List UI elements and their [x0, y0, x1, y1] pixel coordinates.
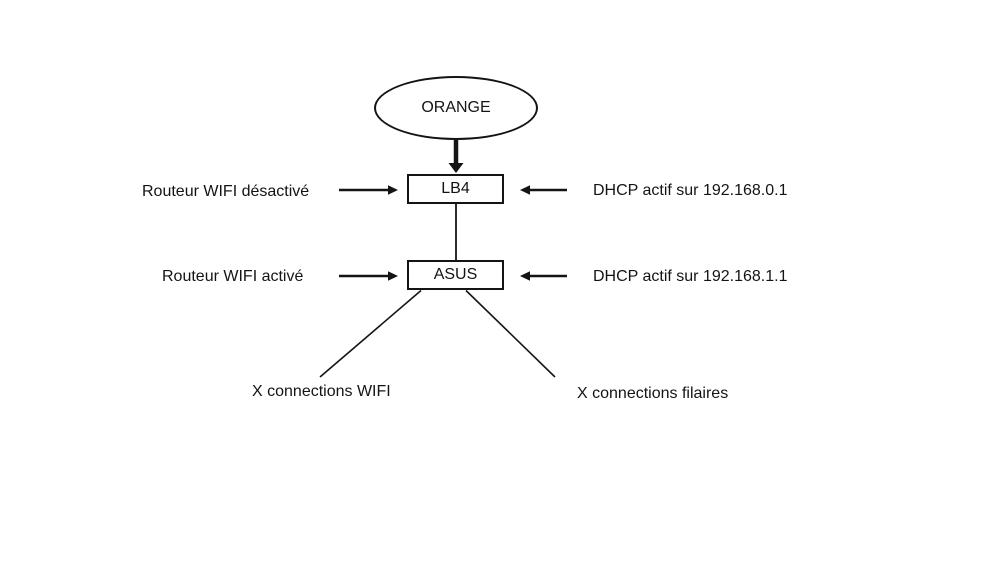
- node-asus-label: ASUS: [433, 266, 478, 283]
- node-orange-label: ORANGE: [421, 99, 491, 116]
- node-orange: ORANGE: [374, 76, 538, 140]
- node-lb4-label: LB4: [441, 180, 470, 197]
- orange-to-lb4-arrow: [448, 140, 464, 173]
- asus-right-arrow: [520, 271, 567, 281]
- annotation-lb4-wifi-status: Routeur WIFI désactivé: [142, 183, 310, 200]
- asus-left-arrow: [339, 271, 398, 281]
- asus-to-wifi-line: [319, 289, 422, 378]
- annotation-wifi-connections: X connections WIFI: [252, 383, 391, 400]
- asus-to-wired-line: [465, 289, 556, 378]
- annotation-wired-connections: X connections filaires: [577, 385, 729, 402]
- lb4-right-arrow: [520, 185, 567, 195]
- annotation-lb4-dhcp: DHCP actif sur 192.168.0.1: [593, 182, 788, 199]
- lb4-left-arrow: [339, 185, 398, 195]
- node-lb4: LB4: [407, 174, 504, 204]
- node-asus: ASUS: [407, 260, 504, 290]
- annotation-asus-dhcp: DHCP actif sur 192.168.1.1: [593, 268, 788, 285]
- annotation-asus-wifi-status: Routeur WIFI activé: [162, 268, 304, 285]
